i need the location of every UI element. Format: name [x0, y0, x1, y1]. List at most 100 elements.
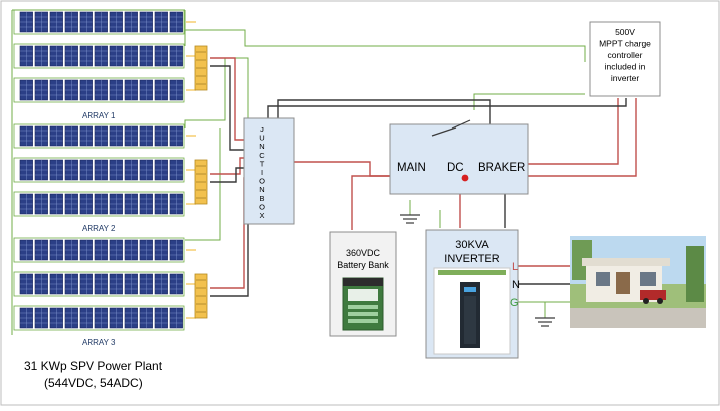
- breaker-word-main: MAIN: [397, 162, 426, 174]
- solar-panel: [94, 125, 108, 147]
- solar-panel: [154, 239, 168, 261]
- solar-panel: [34, 193, 48, 215]
- solar-panel: [169, 239, 183, 261]
- black-wire-mppt-top: [267, 98, 627, 118]
- solar-panel: [64, 45, 78, 67]
- main-dc-breaker: [389, 123, 529, 195]
- solar-panel: [109, 307, 123, 329]
- ground-symbol-house: [535, 317, 555, 327]
- solar-panel: [94, 79, 108, 101]
- solar-panel: [109, 45, 123, 67]
- green-wire-array2: [184, 57, 249, 128]
- solar-panel: [94, 307, 108, 329]
- solar-panels: [13, 9, 196, 331]
- solar-panel: [124, 125, 138, 147]
- green-wire-array3: [185, 128, 221, 241]
- solar-panel: [79, 79, 93, 101]
- solar-panel: [79, 45, 93, 67]
- junction-box: [243, 117, 295, 225]
- solar-panel: [94, 159, 108, 181]
- solar-panel: [49, 193, 63, 215]
- solar-panel: [19, 239, 33, 261]
- mppt-label-line: inverter: [611, 73, 640, 83]
- junction-box-letter: T: [260, 159, 265, 168]
- solar-panel: [124, 307, 138, 329]
- solar-panel: [139, 125, 153, 147]
- solar-panel: [154, 125, 168, 147]
- panel-row-frame: [13, 191, 185, 217]
- solar-panel: [109, 79, 123, 101]
- breaker-switch-1: [431, 127, 457, 137]
- green-wire-breaker-top: [473, 93, 585, 110]
- solar-panel: [34, 159, 48, 181]
- solar-panel: [154, 11, 168, 33]
- solar-panel: [49, 125, 63, 147]
- inverter-rating-label: 30KVA: [455, 239, 489, 251]
- solar-panel: [64, 239, 78, 261]
- solar-panel: [49, 239, 63, 261]
- solar-panel: [79, 159, 93, 181]
- mppt-label-line: controller: [608, 50, 643, 60]
- solar-panel: [34, 45, 48, 67]
- solar-panel: [124, 239, 138, 261]
- solar-panel: [64, 159, 78, 181]
- battery-picture: [342, 277, 384, 331]
- combiner-boxes: [194, 45, 208, 319]
- panel-row-frame: [13, 43, 185, 69]
- solar-panel: [109, 239, 123, 261]
- panel-row-frame: [13, 77, 185, 103]
- ground-wires: [11, 9, 586, 335]
- solar-panel: [19, 79, 33, 101]
- inverter-picture: [433, 267, 511, 355]
- solar-panel: [79, 11, 93, 33]
- solar-panel: [34, 273, 48, 295]
- solar-panel: [154, 79, 168, 101]
- red-wire-mppt-1: [528, 98, 619, 165]
- terminal-neutral-label: N: [512, 279, 520, 291]
- solar-panel: [124, 45, 138, 67]
- solar-panel: [19, 45, 33, 67]
- solar-panel: [124, 79, 138, 101]
- solar-panel: [19, 273, 33, 295]
- solar-panel: [64, 79, 78, 101]
- array-3-label: ARRAY 3: [82, 338, 116, 347]
- mppt-label-line: MPPT charge: [599, 39, 651, 49]
- plant-title: 31 KWp SPV Power Plant: [24, 359, 163, 373]
- solar-panel: [34, 307, 48, 329]
- solar-panel: [34, 79, 48, 101]
- solar-panel: [64, 273, 78, 295]
- junction-box-letter: O: [259, 202, 265, 211]
- solar-panel: [169, 11, 183, 33]
- solar-panel: [79, 307, 93, 329]
- panel-row-frame: [13, 157, 185, 183]
- battery-bank-label: Battery Bank: [337, 260, 389, 270]
- solar-panel: [19, 159, 33, 181]
- red-wire-battery: [351, 175, 390, 230]
- panel-row-frame: [13, 305, 185, 331]
- solar-panel: [34, 239, 48, 261]
- terminal-ground-label: G: [510, 297, 519, 309]
- junction-box-letter: X: [259, 211, 264, 220]
- solar-panel: [109, 273, 123, 295]
- green-wire-to-mppt: [185, 29, 586, 62]
- solar-panel: [169, 193, 183, 215]
- house-picture: [570, 236, 706, 328]
- solar-panel: [169, 273, 183, 295]
- solar-panel: [94, 11, 108, 33]
- solar-panel: [169, 159, 183, 181]
- solar-panel: [19, 193, 33, 215]
- solar-panel: [64, 193, 78, 215]
- solar-panel: [19, 11, 33, 33]
- solar-panel: [79, 273, 93, 295]
- solar-panel: [79, 193, 93, 215]
- panel-row-frame: [13, 271, 185, 297]
- junction-box-letter: O: [259, 177, 265, 186]
- solar-panel: [169, 125, 183, 147]
- solar-panel: [34, 125, 48, 147]
- solar-panel: [79, 125, 93, 147]
- junction-box-letter: I: [261, 168, 263, 177]
- array-2-label: ARRAY 2: [82, 224, 116, 233]
